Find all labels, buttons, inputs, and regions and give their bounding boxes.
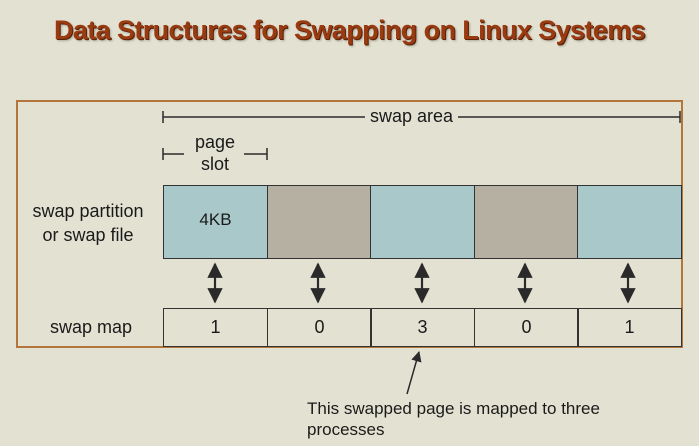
page-slot-3 — [370, 185, 475, 259]
diagram-panel — [16, 100, 683, 348]
page-slot-line-1: page — [194, 132, 236, 152]
page-title: Data Structures for Swapping on Linux Sy… — [53, 15, 646, 45]
page-slot-dimension-line — [162, 148, 268, 160]
page-slot-4 — [474, 185, 579, 259]
slot-size-label: 4KB — [199, 210, 232, 229]
swap-partition-line-2: or swap file — [42, 225, 134, 245]
swap-map-cell-3: 3 — [370, 308, 475, 347]
page-slot-1: 4KB — [163, 185, 268, 259]
page-slot-2 — [267, 185, 372, 259]
swap-map-cell-1: 1 — [163, 308, 268, 347]
swap-map-cell-2: 0 — [267, 308, 372, 347]
swap-area-label: swap area — [365, 106, 459, 127]
slot-map-arrows — [207, 262, 636, 304]
swap-partition-line-1: swap partition — [32, 201, 144, 221]
annotation-note: This swapped page is mapped to three pro… — [307, 398, 667, 440]
annotation-line-1: This swapped page is mapped to three — [307, 399, 600, 418]
page-slot-5 — [577, 185, 682, 259]
swap-map-cell-5: 1 — [577, 308, 682, 347]
annotation-line-2: processes — [307, 420, 385, 439]
page-slot-line-2: slot — [200, 154, 229, 174]
note-pointer-arrow — [406, 350, 422, 395]
swap-map-cell-4: 0 — [474, 308, 579, 347]
swap-map-label: swap map — [50, 317, 133, 337]
swap-partition-label: swap partition or swap file — [18, 199, 158, 247]
page-slot-label: page slot — [180, 131, 250, 175]
